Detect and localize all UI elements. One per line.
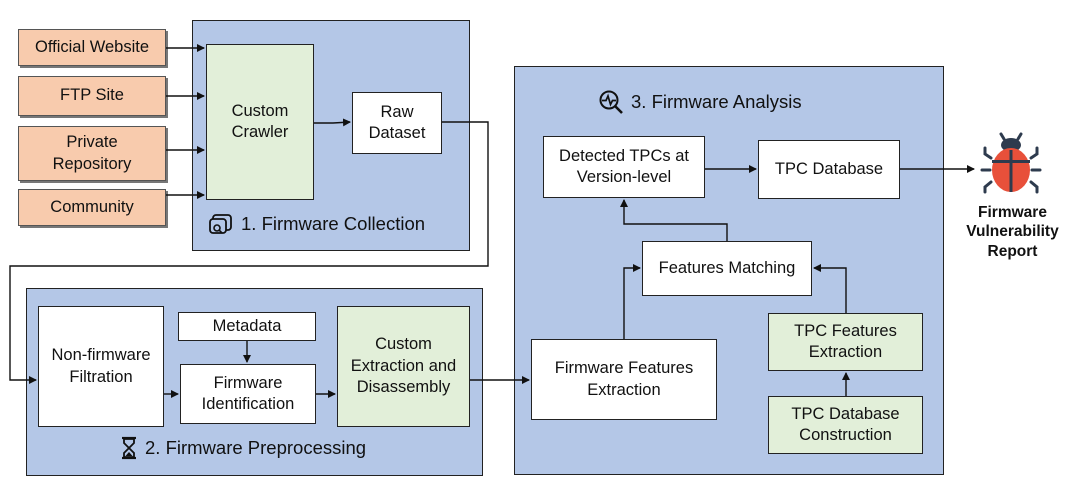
raw-dataset-box: Raw Dataset — [352, 92, 442, 154]
collection-title: 1. Firmware Collection — [208, 212, 425, 236]
non-firmware-filtration-box: Non-firmware Filtration — [38, 306, 164, 427]
source-ftp-site: FTP Site — [18, 76, 166, 116]
features-matching-box: Features Matching — [642, 241, 812, 296]
firmware-vulnerability-report: Firmware Vulnerability Report — [966, 204, 1059, 260]
analysis-title: 3. Firmware Analysis — [598, 89, 802, 115]
custom-crawler-box: Custom Crawler — [206, 44, 314, 200]
custom-extraction-box: Custom Extraction and Disassembly — [337, 306, 470, 427]
analysis-magnifier-icon — [599, 90, 623, 114]
analysis-title-text: 3. Firmware Analysis — [631, 91, 802, 112]
bug-icon — [980, 132, 1042, 194]
firmware-features-extraction-box: Firmware Features Extraction — [531, 339, 717, 420]
hourglass-icon — [122, 436, 136, 460]
collection-title-text: 1. Firmware Collection — [241, 213, 426, 234]
firmware-identification-box: Firmware Identification — [180, 364, 316, 424]
tpc-features-extraction-box: TPC Features Extraction — [768, 313, 923, 371]
source-official-website: Official Website — [18, 29, 166, 66]
source-private-repository: Private Repository — [18, 126, 166, 181]
tpc-database-box: TPC Database — [758, 140, 900, 199]
crawler-collection-icon — [209, 214, 232, 234]
tpc-database-construction-box: TPC Database Construction — [768, 396, 923, 454]
preprocessing-title-text: 2. Firmware Preprocessing — [145, 437, 367, 458]
metadata-box: Metadata — [178, 312, 316, 341]
preprocessing-title: 2. Firmware Preprocessing — [120, 436, 366, 460]
detected-tpcs-box: Detected TPCs at Version-level — [543, 136, 705, 198]
source-community: Community — [18, 189, 166, 226]
